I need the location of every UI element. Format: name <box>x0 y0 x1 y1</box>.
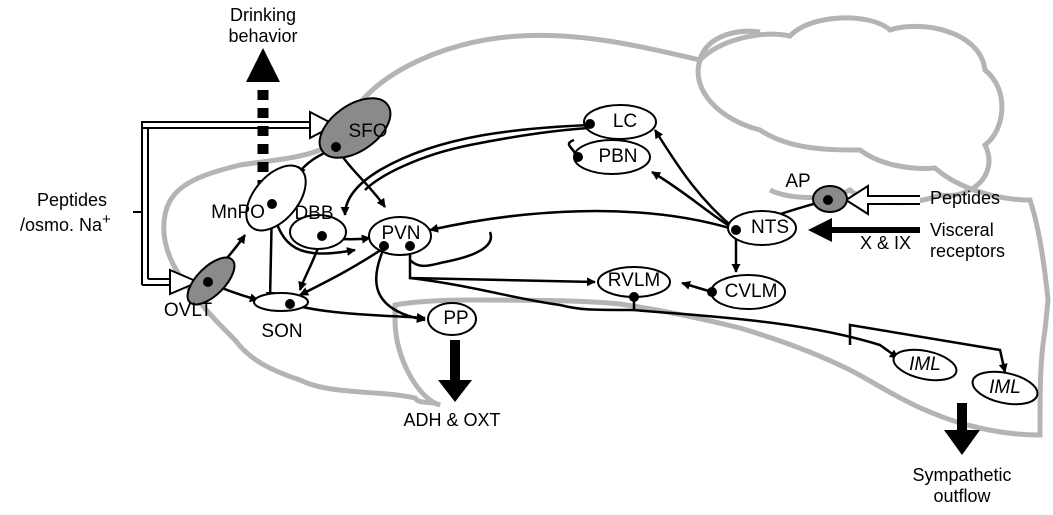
peptides-osmo-label: Peptides /osmo. Na+ <box>20 190 111 235</box>
iml2-ellipse <box>971 370 1039 406</box>
ovlt-label: OVLT <box>163 300 213 321</box>
cerebellum-lobe <box>697 28 761 61</box>
iml1-ellipse <box>892 348 958 382</box>
x-ix-thick-arrow <box>808 218 920 242</box>
mnpo-ellipse <box>245 164 307 232</box>
rvlm-label: RVLM <box>607 270 661 291</box>
sympathetic-outflow-label: Sympathetic outflow <box>912 465 1012 506</box>
pvn-label: PVN <box>381 223 421 244</box>
peptides-right-open-arrow <box>844 184 920 216</box>
sympathetic-thick-arrow <box>944 403 980 455</box>
mnpo-label: MnPO <box>211 202 265 223</box>
son-ellipse <box>253 292 309 312</box>
cvlm-label: CVLM <box>724 281 778 302</box>
nts-ellipse <box>727 210 797 246</box>
pp-ellipse <box>427 302 477 336</box>
nts-label: NTS <box>751 217 789 238</box>
adh-thick-arrow <box>438 340 472 402</box>
source-dots <box>203 119 833 309</box>
iml2-label: IML <box>989 377 1021 398</box>
ovlt-open-arrowhead <box>169 268 201 296</box>
peptides-left-bracket <box>133 121 316 213</box>
dbb-ellipse <box>289 214 347 250</box>
ap-label: AP <box>785 171 811 192</box>
drinking-arrowhead <box>246 48 280 82</box>
visceral-receptors-label: Visceral receptors <box>930 220 1006 261</box>
iml1-label: IML <box>909 354 941 375</box>
pp-label: PP <box>443 308 469 329</box>
adh-oxt-label: ADH & OXT <box>403 410 501 430</box>
peptides-right-label: Peptides <box>930 188 1001 208</box>
lc-label: LC <box>612 111 638 132</box>
pbn-label: PBN <box>598 146 638 167</box>
brain-outline <box>342 15 1005 206</box>
son-label: SON <box>261 321 303 342</box>
sfo-label: SFO <box>348 121 388 142</box>
dbb-label: DBB <box>294 203 334 224</box>
drinking-behavior-label: Drinking behavior <box>228 5 298 46</box>
lc-ellipse <box>583 104 657 140</box>
x-ix-label: X & IX <box>860 233 912 253</box>
